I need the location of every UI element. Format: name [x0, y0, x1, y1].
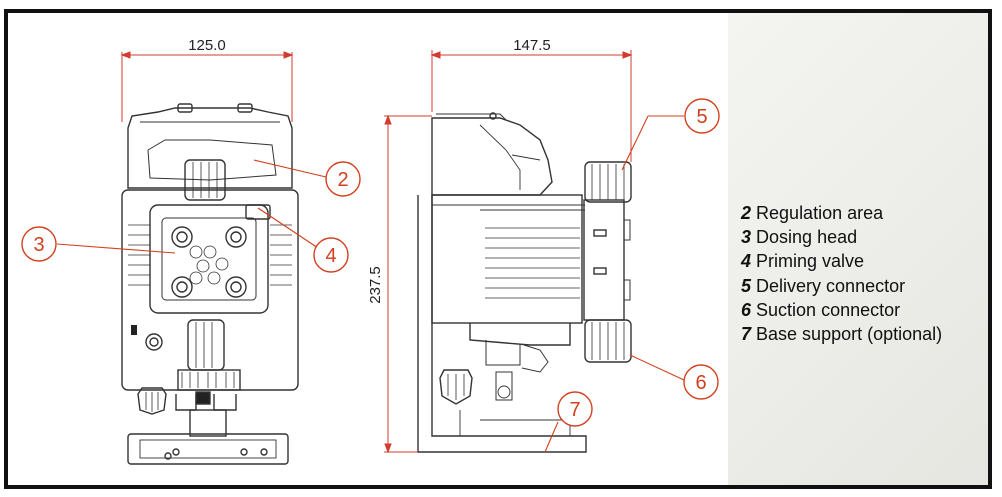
callout-2: 2: [325, 161, 361, 197]
svg-text:6: 6: [695, 372, 706, 394]
callout-4: 4: [313, 237, 349, 273]
legend-item: 4 Priming valve: [741, 251, 865, 272]
side-width-label: 147.5: [513, 37, 551, 54]
legend-item: 5 Delivery connector: [741, 275, 906, 296]
callout-3: 3: [21, 226, 57, 262]
leader-lines: [56, 115, 685, 453]
legend-panel: [728, 13, 988, 485]
svg-text:5: 5: [696, 106, 707, 128]
svg-text:3: 3: [33, 234, 44, 256]
front-width-label: 125.0: [188, 37, 226, 54]
legend-item: 7 Base support (optional): [741, 324, 943, 345]
svg-text:7: 7: [569, 399, 580, 421]
front-width-dimension: [120, 51, 294, 122]
svg-text:2: 2: [337, 169, 348, 191]
svg-text:4: 4: [325, 245, 336, 267]
callout-6: 6: [683, 364, 719, 400]
legend-item: 6 Suction connector: [741, 299, 901, 320]
side-height-label: 237.5: [367, 266, 384, 304]
legend-item: 3 Dosing head: [741, 227, 858, 248]
side-dimensions: [384, 50, 633, 454]
callout-5: 5: [684, 98, 720, 134]
legend: 2 Regulation area 3 Dosing head 4 Primin…: [741, 201, 942, 346]
side-view: [417, 112, 632, 453]
front-view: [121, 103, 299, 465]
callouts: 2 3 4 5 6 7: [21, 98, 720, 427]
callout-7: 7: [557, 391, 593, 427]
legend-item: 2 Regulation area: [741, 203, 884, 223]
